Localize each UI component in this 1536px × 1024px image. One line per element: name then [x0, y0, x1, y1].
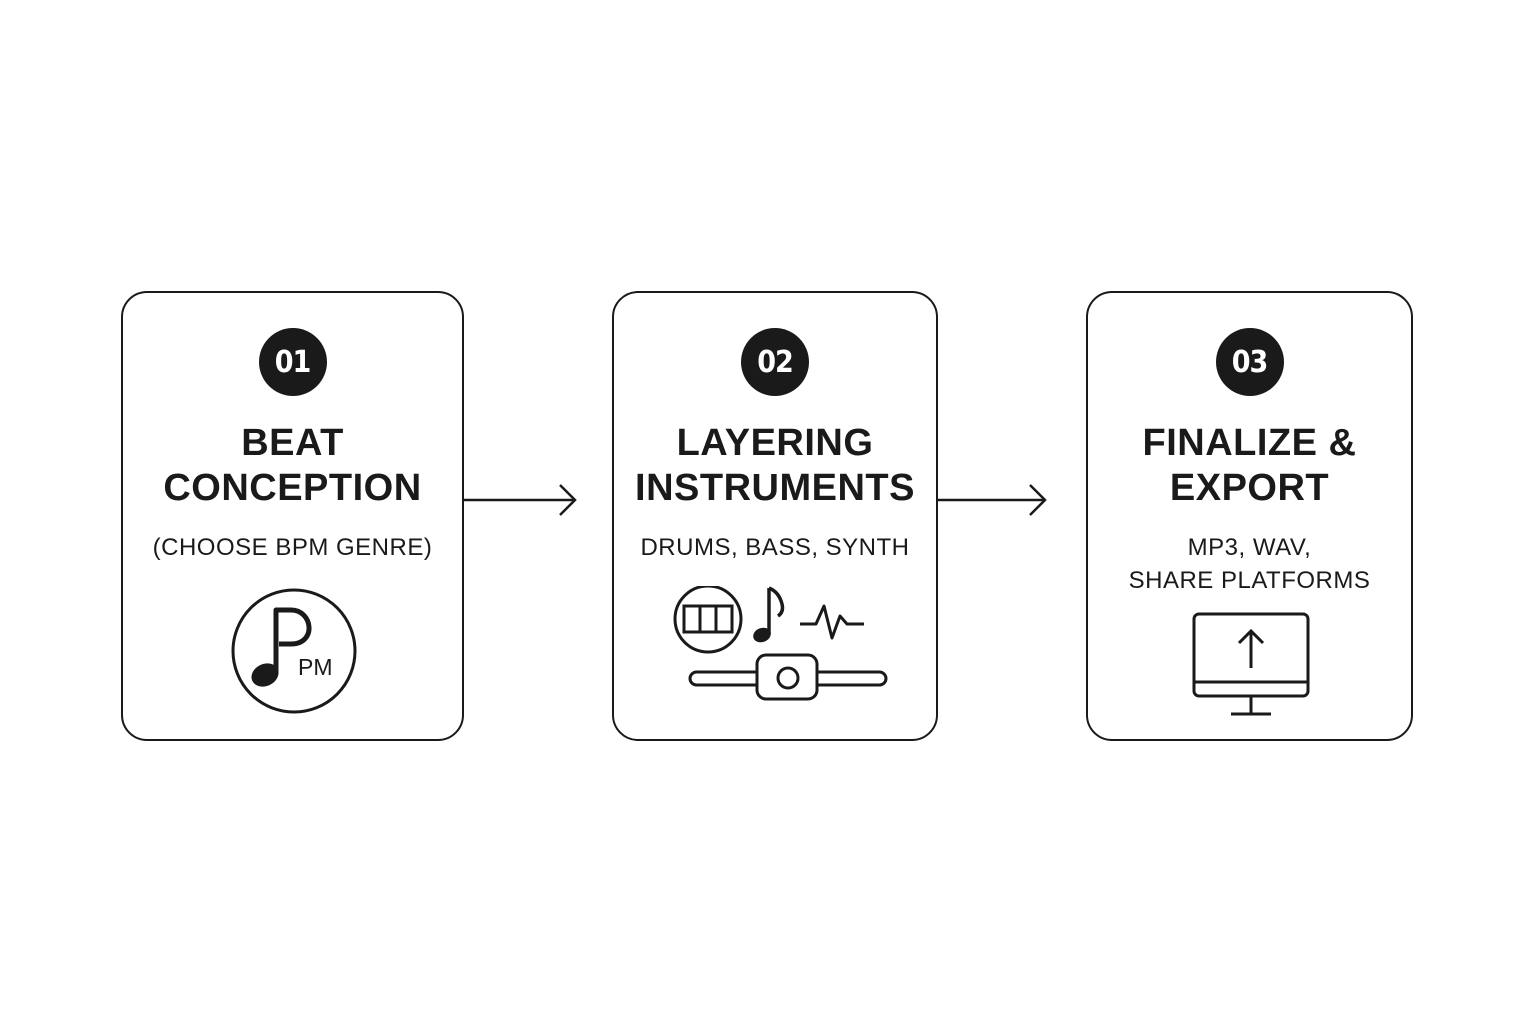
step-subtitle: (CHOOSE BPM GENRE) — [152, 534, 433, 561]
monitor-upload-icon — [1192, 612, 1310, 716]
step-number-badge: 01 — [258, 328, 327, 396]
step-card-2: 02 LAYERING INSTRUMENTS DRUMS, BASS, SYN… — [612, 291, 938, 741]
bpm-icon-text: PM — [298, 654, 333, 680]
bpm-note-icon: PM — [231, 588, 357, 714]
step-title: BEAT CONCEPTION — [163, 422, 422, 509]
step-title: LAYERING INSTRUMENTS — [635, 422, 915, 509]
drum-keys-icon — [673, 586, 743, 654]
arrow-right-icon — [937, 484, 1047, 516]
fader-slider-icon — [688, 653, 888, 701]
music-note-icon — [753, 586, 785, 643]
step-title: FINALIZE & EXPORT — [1142, 422, 1357, 509]
arrow-right-icon — [463, 484, 577, 516]
step-subtitle: DRUMS, BASS, SYNTH — [640, 534, 910, 561]
waveform-icon — [800, 604, 864, 640]
step-card-3: 03 FINALIZE & EXPORT MP3, WAV, SHARE PLA… — [1086, 291, 1413, 741]
instruments-mixer-icon — [673, 586, 888, 701]
step-card-1: 01 BEAT CONCEPTION (CHOOSE BPM GENRE) PM — [121, 291, 464, 741]
step-number-badge: 03 — [1215, 328, 1284, 396]
step-subtitle: MP3, WAV, SHARE PLATFORMS — [1128, 534, 1371, 594]
step-number-badge: 02 — [741, 328, 809, 396]
